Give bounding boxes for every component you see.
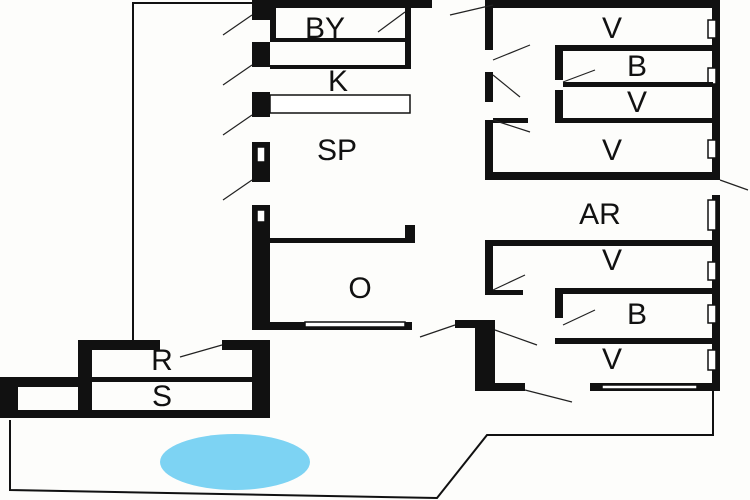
room-label-ar: AR: [579, 198, 621, 231]
room-label-o: O: [348, 272, 371, 305]
room-label-by: BY: [305, 12, 345, 45]
room-label-k: K: [328, 65, 348, 98]
door-swings: [179, 4, 749, 403]
walls: [0, 0, 720, 418]
room-label-sp: SP: [317, 134, 357, 167]
room-label-v5: V: [602, 343, 622, 376]
room-label-b2: B: [627, 298, 647, 331]
room-label-v1: V: [602, 12, 622, 45]
room-label-s: S: [152, 380, 172, 413]
room-label-r: R: [151, 344, 173, 377]
room-label-b1: B: [627, 50, 647, 83]
room-label-v4: V: [602, 244, 622, 277]
room-label-v2: V: [627, 86, 647, 119]
pool: [160, 434, 310, 490]
room-label-v3: V: [602, 134, 622, 167]
